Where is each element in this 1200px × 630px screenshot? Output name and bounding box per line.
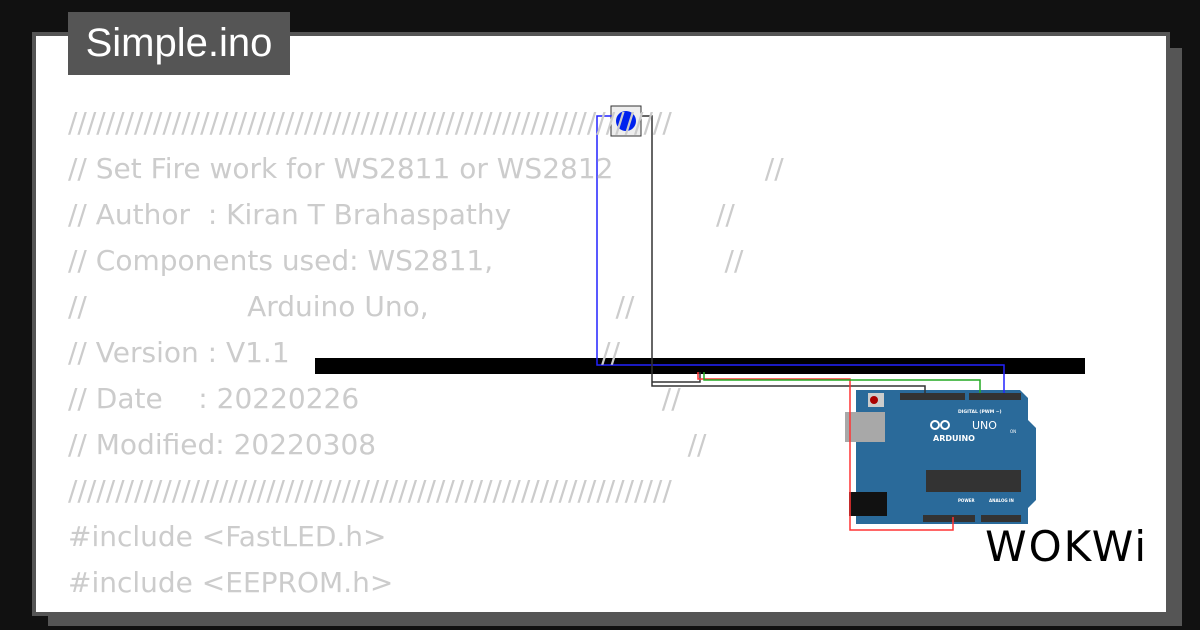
- board-model: UNO: [972, 419, 997, 432]
- code-line: ////////////////////////////////////////…: [68, 106, 672, 139]
- on-label: ON: [1010, 429, 1016, 434]
- code-line: // Arduino Uno, //: [68, 290, 635, 323]
- board-brand: ARDUINO: [933, 434, 975, 443]
- wire-red: [697, 372, 954, 531]
- code-line: // Set Fire work for WS2811 or WS2812 //: [68, 152, 784, 185]
- wire-blue: [596, 115, 1005, 393]
- pushbutton[interactable]: [610, 105, 642, 137]
- wire-green: [703, 372, 981, 393]
- digital-label: DIGITAL (PWM ~): [958, 409, 1002, 415]
- code-line: #include <FastLED.h>: [68, 520, 387, 553]
- arduino-uno-board: ARDUINO UNO DIGITAL (PWM ~) POWER ANALOG…: [845, 390, 1036, 524]
- wire-black-strip: [652, 372, 701, 383]
- code-line: ////////////////////////////////////////…: [68, 474, 672, 507]
- code-line: // Author : Kiran T Brahaspathy //: [68, 198, 735, 231]
- power-label: POWER: [958, 498, 975, 503]
- wokwi-logo: WOKWi: [985, 522, 1148, 571]
- code-line: // Version : V1.1 //: [68, 336, 621, 369]
- wire-black: [640, 115, 926, 394]
- code-line: // Date : 20220226 //: [68, 382, 681, 415]
- project-title: Simple.ino: [68, 12, 290, 75]
- code-line: // Components used: WS2811, //: [68, 244, 744, 277]
- code-line: // Modified: 20220308 //: [68, 428, 707, 461]
- analog-label: ANALOG IN: [989, 498, 1014, 503]
- code-line: #include <EEPROM.h>: [68, 566, 394, 599]
- led-strip: [315, 358, 1085, 374]
